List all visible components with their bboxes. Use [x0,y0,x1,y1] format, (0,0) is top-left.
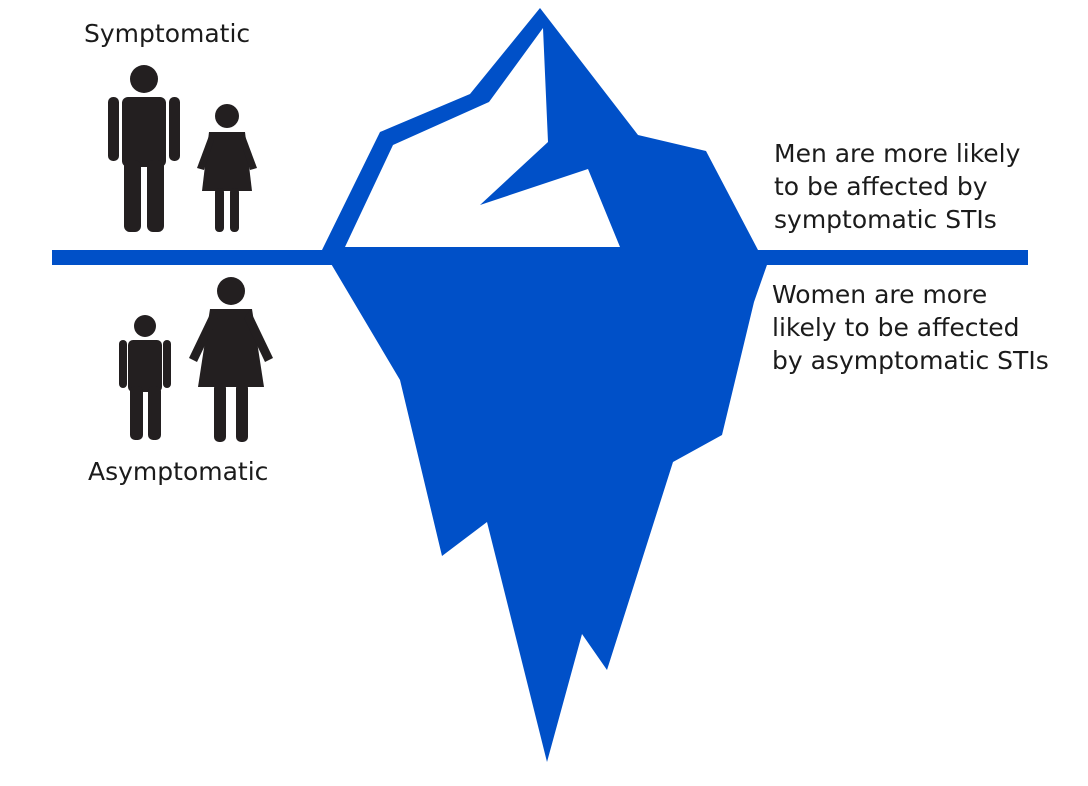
men-note-line: to be affected by [774,172,988,201]
asymptomatic-label: Asymptomatic [88,457,269,486]
women-note: Women are more likely to be affected by … [772,278,1049,377]
asymptomatic-man-icon [119,315,171,440]
symptomatic-man-icon [108,65,180,232]
symptomatic-label: Symptomatic [84,19,251,48]
women-note-line: likely to be affected [772,313,1020,342]
iceberg-body [330,262,768,762]
men-note-line: Men are more likely [774,139,1021,168]
men-note-line: symptomatic STIs [774,205,997,234]
waterline [52,250,1028,265]
iceberg-tip [322,8,758,250]
symptomatic-woman-icon [197,104,257,232]
women-note-line: Women are more [772,280,988,309]
women-note-line: by asymptomatic STIs [772,346,1049,375]
asymptomatic-woman-icon [189,277,273,442]
men-note: Men are more likely to be affected by sy… [774,137,1020,236]
